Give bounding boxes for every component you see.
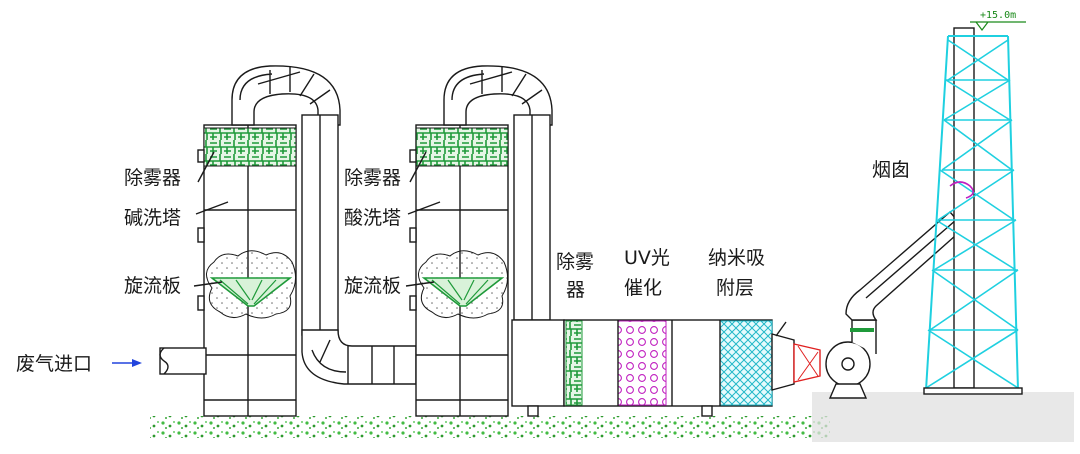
- nano-adsorption-panel: [719, 320, 773, 406]
- label-elevation: +15.0m: [980, 10, 1016, 21]
- label-chimney: 烟囱: [872, 159, 910, 181]
- label-alkali-tower: 碱洗塔: [124, 207, 181, 229]
- connecting-duct: [301, 114, 417, 385]
- label-nano-line2: 附层: [716, 277, 754, 299]
- inlet-arrow: [112, 359, 142, 367]
- demister-panel: [565, 320, 583, 406]
- label-uv-line2: 催化: [624, 277, 662, 299]
- label-inlet: 废气进口: [16, 353, 92, 375]
- demister-layer: [415, 127, 509, 167]
- ground-strip: [150, 416, 830, 438]
- alkali-washing-tower: [159, 65, 341, 417]
- label-uv-line1: UV光: [624, 247, 670, 269]
- swirl-plate: [209, 277, 293, 307]
- label-swirl-plate-2: 旋流板: [344, 275, 401, 297]
- acid-washing-tower: [409, 65, 553, 417]
- leader-lines: [193, 151, 787, 337]
- purifier-unit: [511, 319, 821, 417]
- exhaust-fan: [825, 211, 965, 399]
- uv-catalysis-panel: [617, 320, 667, 406]
- blurred-watermark: [812, 392, 1074, 442]
- label-swirl-plate-1: 旋流板: [124, 275, 181, 297]
- label-demister-2: 除雾器: [344, 167, 401, 189]
- swirl-plate: [421, 277, 505, 307]
- label-nano-line1: 纳米吸: [708, 247, 765, 269]
- label-demister-3-line2: 器: [566, 279, 585, 301]
- chimney-tower: [923, 21, 1026, 395]
- label-demister-1: 除雾器: [124, 167, 181, 189]
- label-demister-3-line1: 除雾: [556, 251, 594, 273]
- label-acid-tower: 酸洗塔: [344, 207, 401, 229]
- demister-layer: [203, 127, 297, 167]
